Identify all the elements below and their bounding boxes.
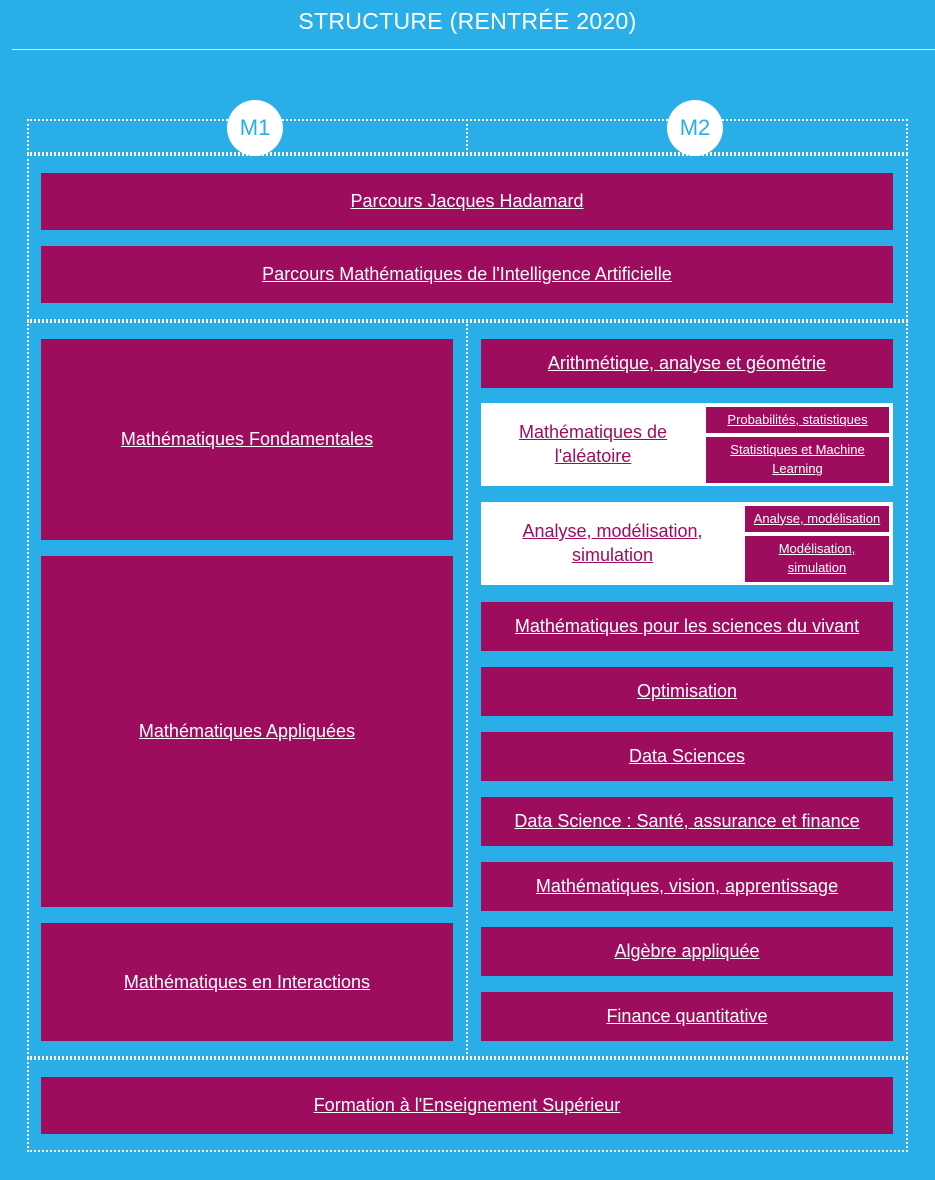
link-sub-probabilites[interactable]: Probabilités, statistiques: [706, 407, 889, 433]
link-sub-machine-learning[interactable]: Statistiques et Machine Learning: [706, 437, 889, 483]
link-m2-arithmetique[interactable]: Arithmétique, analyse et géométrie: [481, 339, 893, 388]
link-m2-vision[interactable]: Mathématiques, vision, apprentissage: [481, 862, 893, 911]
m1-badge: M1: [227, 100, 283, 156]
link-m1-interactions[interactable]: Mathématiques en Interactions: [41, 923, 453, 1041]
link-m2-data-sciences[interactable]: Data Sciences: [481, 732, 893, 781]
link-m2-data-sante[interactable]: Data Science : Santé, assurance et finan…: [481, 797, 893, 846]
level-header-divider: [466, 119, 468, 154]
link-m1-appliquees[interactable]: Mathématiques Appliquées: [41, 556, 453, 907]
link-m1-fondamentales[interactable]: Mathématiques Fondamentales: [41, 339, 453, 540]
link-m2-algebre[interactable]: Algèbre appliquée: [481, 927, 893, 976]
mentions-divider: [466, 321, 468, 1058]
link-m2-vivant[interactable]: Mathématiques pour les sciences du vivan…: [481, 602, 893, 651]
link-m2-optimisation[interactable]: Optimisation: [481, 667, 893, 716]
link-m2-finance[interactable]: Finance quantitative: [481, 992, 893, 1041]
link-sub-analyse-modelisation[interactable]: Analyse, modélisation: [745, 506, 889, 532]
link-formation[interactable]: Formation à l'Enseignement Supérieur: [41, 1077, 893, 1134]
m2-badge: M2: [667, 100, 723, 156]
title-divider: [12, 49, 935, 50]
link-parcours-hadamard[interactable]: Parcours Jacques Hadamard: [41, 173, 893, 230]
formation-frame: [27, 1058, 908, 1152]
cross-parcours-frame: [27, 154, 908, 321]
link-m2-aleatoire[interactable]: Mathématiques de l'aléatoire: [518, 422, 668, 466]
page-title: STRUCTURE (RENTRÉE 2020): [298, 8, 637, 34]
link-parcours-ia[interactable]: Parcours Mathématiques de l'Intelligence…: [41, 246, 893, 303]
link-m2-analyse[interactable]: Analyse, modélisation, simulation: [522, 521, 703, 565]
link-sub-modelisation-simulation[interactable]: Modélisation, simulation: [745, 536, 889, 582]
